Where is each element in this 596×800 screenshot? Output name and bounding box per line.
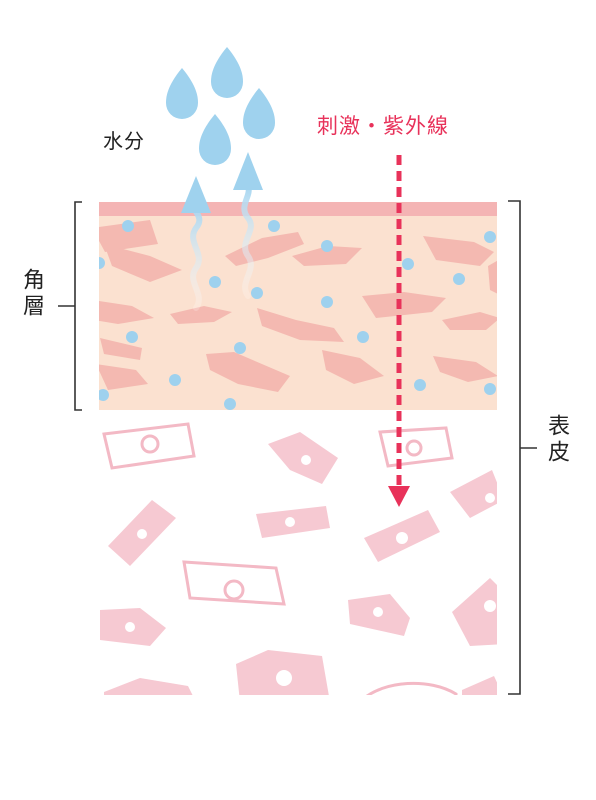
- stratum-corneum-label: 角層: [19, 268, 44, 320]
- moisture-dot: [209, 276, 221, 288]
- moisture-dot: [484, 383, 496, 395]
- moisture-dot: [357, 331, 369, 343]
- epidermis-cell: [364, 510, 440, 562]
- corneocyte-flake: [257, 308, 344, 342]
- epidermis-cell: [108, 500, 176, 566]
- epidermis-cell-outline: [182, 560, 286, 606]
- epidermis-bracket: [508, 200, 537, 695]
- moisture-dot: [268, 220, 280, 232]
- evaporation-arrow-stem: [241, 183, 254, 299]
- corneocyte-flake: [225, 232, 304, 266]
- corneocyte-flake: [433, 356, 497, 382]
- epidermis-label: 表皮: [544, 414, 569, 466]
- stratum-corneum-layer: [99, 202, 497, 410]
- stratum-corneum-surface: [99, 202, 497, 216]
- corneocyte-flake: [322, 350, 384, 384]
- corneocyte-flake: [423, 236, 494, 266]
- epidermis-cell-outline: [102, 422, 196, 470]
- epidermis-cell: [268, 432, 338, 484]
- water-label: 水分: [103, 129, 145, 153]
- corneocyte-flake: [362, 292, 446, 318]
- evaporation-arrowhead-icon: [181, 176, 211, 213]
- down-arrow-icon: [388, 486, 410, 507]
- epidermis-cell: [100, 608, 166, 646]
- water-drops: [166, 47, 275, 165]
- moisture-dot: [251, 287, 263, 299]
- epidermis-cell: [256, 506, 330, 538]
- epidermis-cells: [100, 422, 497, 695]
- moisture-dot: [321, 240, 333, 252]
- corneocyte-flake: [100, 338, 142, 360]
- evaporation-arrowhead-icon: [233, 152, 263, 190]
- epidermis-cell-outline: [366, 681, 458, 695]
- moisture-dot: [122, 220, 134, 232]
- moisture-dots: [99, 220, 496, 410]
- moisture-dot: [99, 257, 105, 269]
- epidermis-cell: [450, 470, 497, 518]
- moisture-dot: [169, 374, 181, 386]
- moisture-dot: [224, 398, 236, 410]
- corneocyte-flake: [104, 244, 182, 282]
- corneocyte-flake: [292, 246, 362, 266]
- stratum-corneum-bracket: [58, 201, 82, 411]
- corneocyte-flake: [442, 312, 497, 330]
- uv-stimulus-arrow: [388, 155, 410, 507]
- epidermis-cell: [236, 650, 329, 695]
- moisture-dot: [234, 342, 246, 354]
- corneocyte-flakes: [99, 220, 497, 392]
- epidermis-cell: [104, 678, 193, 695]
- epidermis-cell-outline: [378, 426, 454, 468]
- moisture-dot: [99, 389, 109, 401]
- epidermis-cell: [452, 578, 497, 646]
- water-drop-icon: [166, 68, 198, 119]
- water-drop-icon: [243, 88, 275, 139]
- water-drop-icon: [211, 47, 243, 98]
- corneocyte-flake: [206, 352, 290, 392]
- moisture-dot: [126, 331, 138, 343]
- corneocyte-flake: [488, 260, 497, 294]
- evaporation-arrow-stem: [190, 203, 203, 311]
- epidermis-cell: [462, 676, 497, 695]
- moisture-dot: [453, 273, 465, 285]
- moisture-dot: [414, 379, 426, 391]
- evaporation-arrows: [181, 152, 263, 311]
- uv-stimulus-label: 刺激・紫外線: [317, 114, 449, 138]
- water-drop-icon: [199, 114, 231, 165]
- corneocyte-flake: [99, 220, 158, 252]
- moisture-dot: [321, 296, 333, 308]
- epidermis-cell: [348, 594, 410, 636]
- moisture-dot: [484, 231, 496, 243]
- corneocyte-flake: [99, 364, 148, 390]
- corneocyte-flake: [170, 306, 232, 324]
- corneocyte-flake: [99, 301, 154, 324]
- moisture-dot: [402, 258, 414, 270]
